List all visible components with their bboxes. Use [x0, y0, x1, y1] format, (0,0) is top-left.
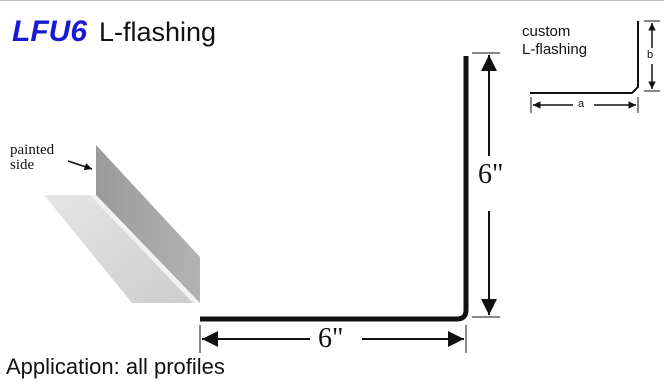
- height-dimension-label: 6": [476, 159, 506, 191]
- height-dimension: [472, 52, 500, 318]
- custom-label-line1: custom: [522, 23, 571, 40]
- custom-l-icon: [530, 20, 660, 113]
- product-name: L-flashing: [99, 17, 217, 47]
- product-code: LFU6: [12, 15, 87, 48]
- width-dimension-label: 6": [316, 323, 346, 355]
- painted-side-arrow: [67, 160, 93, 171]
- custom-label-line2: L-flashing: [522, 41, 588, 58]
- custom-label: custom L-flashing: [522, 23, 587, 59]
- flashing-edge-highlight: [90, 195, 200, 303]
- flashing-3d-illustration: [44, 145, 200, 303]
- l-profile-shape: [200, 56, 469, 322]
- painted-side-line1: painted: [10, 142, 55, 158]
- flashing-bottom-face: [44, 195, 200, 303]
- custom-b-label: b: [647, 49, 654, 61]
- diagram-title: LFU6 L-flashing: [12, 15, 216, 49]
- flashing-painted-face: [96, 145, 200, 303]
- painted-side-line2: side: [10, 157, 35, 173]
- width-dimension: [199, 325, 467, 353]
- application-note: Application: all profiles: [6, 354, 225, 379]
- custom-l-shape: [530, 21, 639, 94]
- custom-a-label: a: [578, 98, 585, 110]
- painted-side-label: painted side: [10, 143, 54, 173]
